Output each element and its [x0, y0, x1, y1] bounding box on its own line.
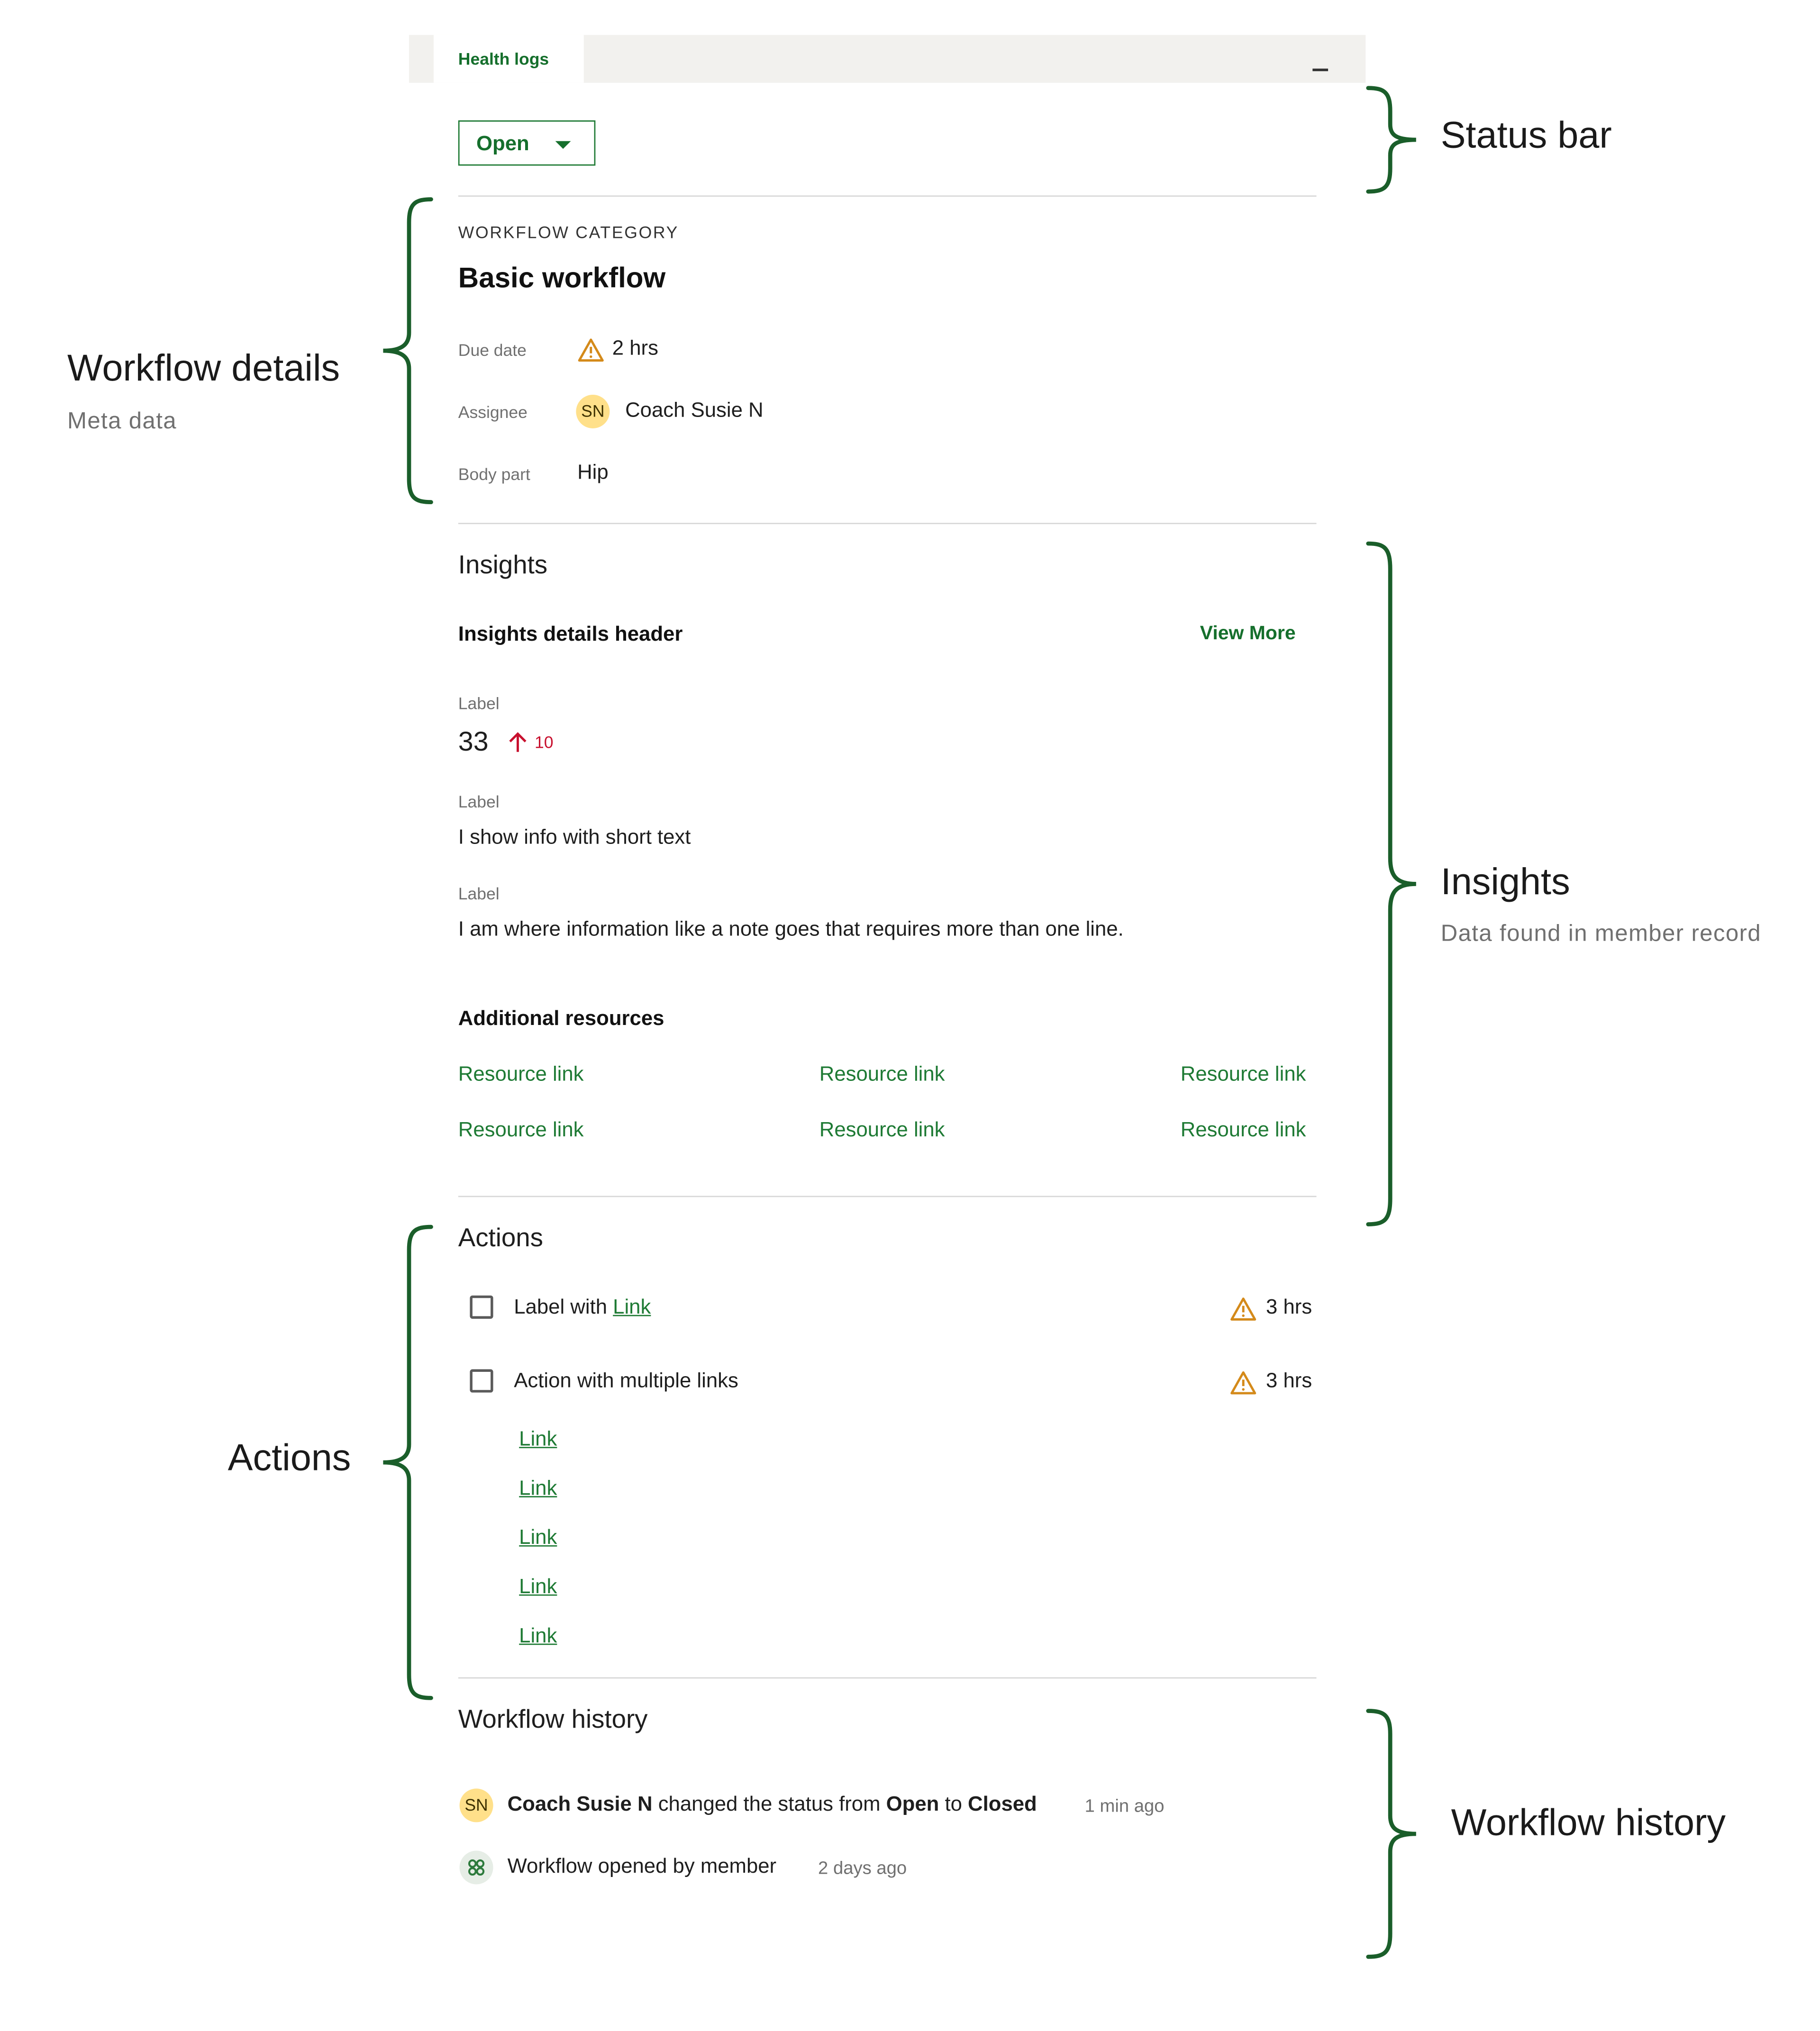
- annotation-workflow-history: Workflow history: [1451, 1803, 1726, 1844]
- annotation-insights: Insights: [1440, 861, 1570, 904]
- caret-down-icon: [555, 141, 571, 149]
- insight-value: I am where information like a note goes …: [458, 919, 1124, 941]
- history-time: 1 min ago: [1084, 1795, 1165, 1816]
- resource-link[interactable]: Resource link: [1180, 1119, 1306, 1142]
- insight-value: I show info with short text: [458, 827, 691, 849]
- actions-heading: Actions: [458, 1224, 543, 1253]
- action-sub-link[interactable]: Link: [519, 1625, 557, 1648]
- workflow-category-label: WORKFLOW CATEGORY: [458, 222, 679, 242]
- member-app-icon: [459, 1850, 493, 1885]
- divider: [458, 1196, 1317, 1197]
- action-due: 3 hrs: [1266, 1297, 1312, 1319]
- history-text: to: [939, 1794, 968, 1816]
- status-dropdown[interactable]: Open: [458, 120, 596, 166]
- body-part-label: Body part: [458, 464, 530, 484]
- insight-value: 33: [458, 727, 489, 757]
- warning-triangle-icon: [578, 338, 604, 362]
- workflow-title: Basic workflow: [458, 261, 666, 294]
- action-checkbox[interactable]: [470, 1369, 493, 1393]
- annotation-insights-sub: Data found in member record: [1440, 920, 1762, 946]
- insight-label: Label: [458, 884, 500, 904]
- insights-details-header: Insights details header: [458, 624, 683, 646]
- resource-link[interactable]: Resource link: [458, 1063, 584, 1086]
- workflow-history-brace: [1366, 1709, 1416, 1959]
- resource-link[interactable]: Resource link: [819, 1063, 945, 1086]
- insight-label: Label: [458, 792, 500, 812]
- due-date-value: 2 hrs: [612, 337, 658, 360]
- history-to-status: Closed: [968, 1794, 1037, 1816]
- annotation-workflow-details: Workflow details: [67, 348, 340, 390]
- tab-label: Health logs: [458, 49, 549, 69]
- action-sub-link[interactable]: Link: [519, 1429, 557, 1451]
- history-entry: Coach Susie N changed the status from Op…: [508, 1794, 1037, 1817]
- action-sub-link[interactable]: Link: [519, 1478, 557, 1500]
- assignee-name: Coach Susie N: [625, 399, 764, 422]
- action-sub-link[interactable]: Link: [519, 1576, 557, 1598]
- history-text: changed the status from: [652, 1794, 886, 1816]
- warning-triangle-icon: [1230, 1297, 1256, 1321]
- action-label: Action with multiple links: [514, 1370, 738, 1393]
- warning-triangle-icon: [1230, 1371, 1256, 1395]
- insights-brace: [1366, 541, 1416, 1226]
- insights-heading: Insights: [458, 551, 548, 580]
- action-due: 3 hrs: [1266, 1370, 1312, 1393]
- additional-resources-heading: Additional resources: [458, 1008, 664, 1030]
- arrow-up-icon: [509, 732, 527, 752]
- status-bar-brace: [1366, 86, 1416, 194]
- resource-link[interactable]: Resource link: [1180, 1063, 1306, 1086]
- assignee-label: Assignee: [458, 402, 528, 422]
- history-actor: Coach Susie N: [507, 1794, 653, 1816]
- action-label-text: Label with: [514, 1297, 613, 1319]
- avatar: SN: [459, 1788, 493, 1822]
- divider: [458, 1677, 1317, 1679]
- divider: [458, 195, 1317, 197]
- action-sub-link[interactable]: Link: [519, 1527, 557, 1550]
- resource-link[interactable]: Resource link: [458, 1119, 584, 1142]
- annotation-status-bar: Status bar: [1440, 115, 1612, 157]
- tab-health-logs[interactable]: Health logs: [433, 35, 584, 83]
- insight-delta: 10: [534, 732, 554, 752]
- annotation-actions: Actions: [228, 1438, 351, 1479]
- history-entry: Workflow opened by member: [507, 1856, 777, 1878]
- action-checkbox[interactable]: [470, 1295, 493, 1319]
- divider: [458, 523, 1317, 525]
- action-label: Label with Link: [514, 1297, 651, 1320]
- annotation-workflow-details-sub: Meta data: [67, 408, 177, 434]
- minimize-icon[interactable]: [1312, 68, 1329, 71]
- action-inline-link[interactable]: Link: [613, 1297, 651, 1319]
- resource-link[interactable]: Resource link: [819, 1119, 945, 1142]
- avatar: SN: [576, 394, 610, 428]
- actions-brace: [383, 1224, 433, 1700]
- workflow-details-brace: [383, 197, 433, 505]
- status-dropdown-value: Open: [476, 133, 529, 155]
- history-time: 2 days ago: [818, 1857, 907, 1878]
- history-from-status: Open: [886, 1794, 939, 1816]
- insight-label: Label: [458, 693, 500, 713]
- body-part-value: Hip: [577, 462, 609, 484]
- workflow-history-heading: Workflow history: [458, 1705, 648, 1734]
- due-date-label: Due date: [458, 340, 527, 360]
- view-more-link[interactable]: View More: [1200, 622, 1296, 645]
